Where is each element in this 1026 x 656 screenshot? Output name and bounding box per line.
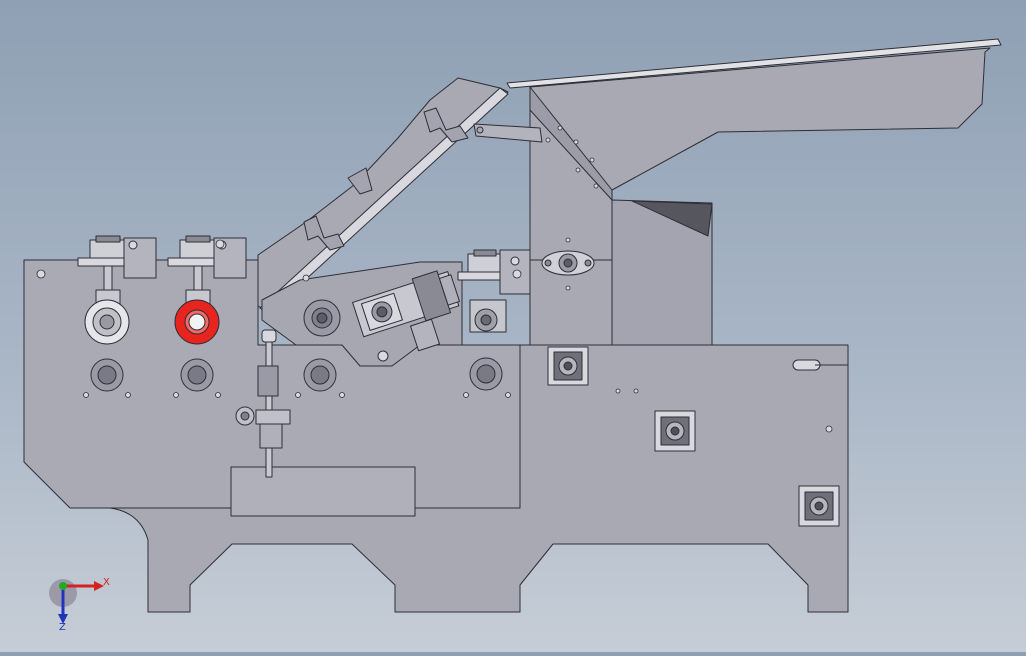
roller-station-1 — [77, 235, 157, 392]
chute-bracket-lower — [303, 215, 345, 251]
chute-notch — [347, 167, 373, 195]
square-bearing-2 — [654, 410, 696, 452]
axis-y-arrow-icon — [59, 582, 67, 590]
coordinate-triad — [49, 579, 104, 624]
hopper-outlet-wedge — [631, 200, 713, 237]
square-bearing-3 — [798, 485, 840, 527]
roller-station-3 — [303, 358, 337, 392]
flange-bearing-oval — [541, 250, 595, 276]
axis-z-label: Z — [59, 622, 66, 633]
right-slot — [792, 359, 821, 371]
axis-x-label: X — [103, 577, 110, 588]
hopper-top-plate — [506, 38, 1002, 89]
adjusting-rod — [235, 329, 291, 478]
roller-station-2 — [167, 235, 247, 392]
roller-station-4 — [457, 249, 531, 391]
inclined-chute — [257, 77, 543, 315]
base-window-panel — [230, 466, 416, 517]
chute-link-arm — [473, 123, 543, 143]
hopper-side-edge — [529, 86, 613, 201]
mounting-holes — [36, 125, 833, 433]
square-bearing-1 — [547, 346, 589, 386]
hopper-assembly — [506, 38, 1002, 346]
chute-bracket-upper — [423, 107, 469, 143]
tilted-drive-unit — [352, 270, 460, 338]
